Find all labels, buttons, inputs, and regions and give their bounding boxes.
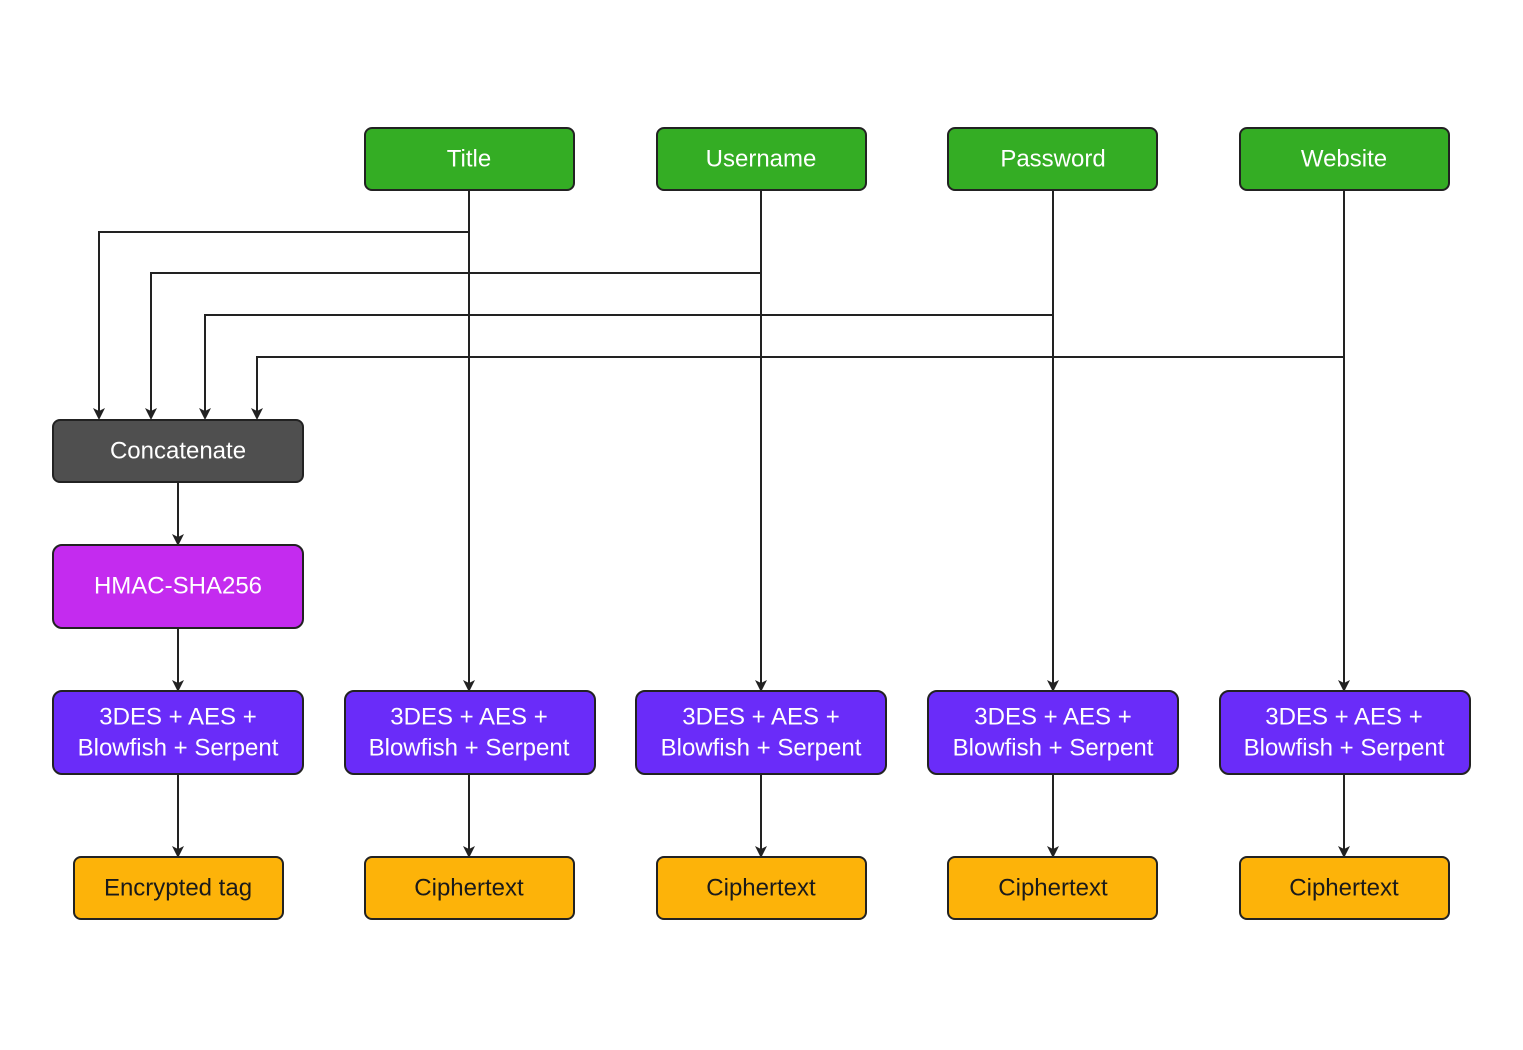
cipher-label-line2: Blowfish + Serpent — [369, 735, 570, 762]
edge-website-to-concatenate — [251, 190, 1345, 420]
input-password-label: Password — [1000, 146, 1105, 173]
hmac-node: HMAC-SHA256 — [52, 544, 304, 629]
output-ciphertext-title-node: Ciphertext — [364, 856, 575, 920]
output-ciphertext-password-node: Ciphertext — [947, 856, 1158, 920]
output-ciphertext-username-node: Ciphertext — [656, 856, 867, 920]
cipher-label-line2: Blowfish + Serpent — [1244, 735, 1445, 762]
input-username-node: Username — [656, 127, 867, 191]
output-encrypted-tag-label: Encrypted tag — [104, 875, 252, 902]
cipher-label-line1: 3DES + AES + — [390, 704, 547, 731]
input-username-label: Username — [706, 146, 817, 173]
output-ciphertext-website-node: Ciphertext — [1239, 856, 1450, 920]
cipher-label-line2: Blowfish + Serpent — [953, 735, 1154, 762]
cipher-node-password: 3DES + AES + Blowfish + Serpent — [927, 690, 1179, 775]
input-website-node: Website — [1239, 127, 1450, 191]
output-ciphertext-label: Ciphertext — [998, 875, 1108, 902]
output-ciphertext-label: Ciphertext — [414, 875, 524, 902]
output-ciphertext-label: Ciphertext — [1289, 875, 1399, 902]
edges — [93, 190, 1350, 858]
input-password-node: Password — [947, 127, 1158, 191]
edge-title-to-concatenate — [93, 190, 470, 420]
hmac-label: HMAC-SHA256 — [94, 573, 262, 600]
cipher-node-website: 3DES + AES + Blowfish + Serpent — [1219, 690, 1471, 775]
edge-password-to-concatenate — [199, 190, 1054, 420]
cipher-label-line1: 3DES + AES + — [974, 704, 1131, 731]
cipher-node-title: 3DES + AES + Blowfish + Serpent — [344, 690, 596, 775]
cipher-label-line1: 3DES + AES + — [99, 704, 256, 731]
cipher-label-line1: 3DES + AES + — [1265, 704, 1422, 731]
concatenate-label: Concatenate — [110, 438, 246, 465]
output-ciphertext-label: Ciphertext — [706, 875, 816, 902]
cipher-label-line2: Blowfish + Serpent — [78, 735, 279, 762]
output-encrypted-tag-node: Encrypted tag — [73, 856, 284, 920]
cipher-node-tag: 3DES + AES + Blowfish + Serpent — [52, 690, 304, 775]
input-title-label: Title — [447, 146, 491, 173]
concatenate-node: Concatenate — [52, 419, 304, 483]
input-website-label: Website — [1301, 146, 1387, 173]
edge-username-to-concatenate — [145, 190, 762, 420]
input-title-node: Title — [364, 127, 575, 191]
cipher-label-line2: Blowfish + Serpent — [661, 735, 862, 762]
cipher-node-username: 3DES + AES + Blowfish + Serpent — [635, 690, 887, 775]
cipher-label-line1: 3DES + AES + — [682, 704, 839, 731]
